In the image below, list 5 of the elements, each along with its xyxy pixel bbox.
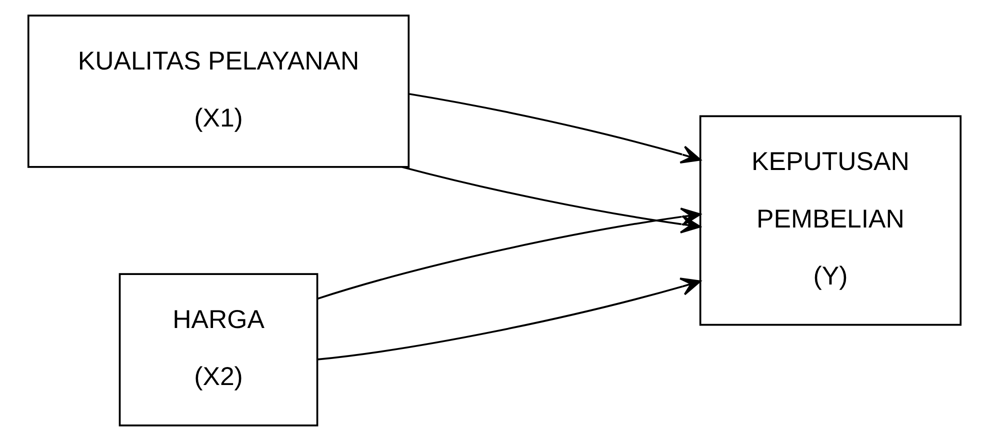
arrow <box>317 278 702 360</box>
node-box: KUALITAS PELAYANAN (X1) <box>27 14 410 168</box>
node-box: KEPUTUSAN PEMBELIAN (Y) <box>699 115 962 326</box>
arrow <box>409 93 702 164</box>
node-box: HARGA (X2) <box>118 273 318 426</box>
